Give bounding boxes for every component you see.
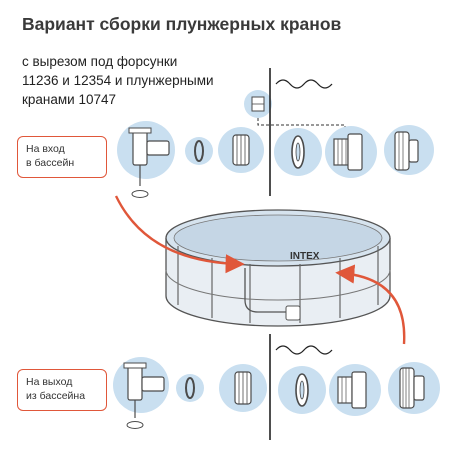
pool-illustration [165,209,391,327]
outlet-gasket [278,366,326,414]
outlet-o-ring [176,374,204,402]
pool-brand-logo: INTEX [290,251,320,262]
subtitle-line-1: с вырезом под форсунки [22,54,178,69]
outlet-threaded-connector [329,364,381,416]
inlet-label-line-2: в бассейн [26,157,75,169]
outlet-strainer-cover [388,362,440,414]
outlet-label: На выход из бассейна [17,369,107,411]
inlet-water-wave [275,79,333,89]
outlet-label-line-2: из бассейна [26,390,86,402]
inlet-arrow [114,195,245,274]
outlet-label-line-1: На выход [26,376,73,388]
inlet-o-ring [185,137,213,165]
inlet-threaded-connector [325,126,377,178]
inlet-plunger-valve [117,121,175,198]
subtitle-line-2: 11236 и 12354 и плунжерными [22,73,214,88]
diagram-title: Вариант сборки плунжерных кранов [22,14,342,34]
outlet-water-wave [275,345,333,355]
inlet-small-fitting [244,90,272,118]
outlet-plunger-valve [113,357,169,429]
subtitle-line-3: кранами 10747 [22,92,116,107]
inlet-gasket [274,128,322,176]
outlet-nut [219,364,267,412]
outlet-arrow [335,264,406,345]
inlet-nut [218,127,264,173]
inlet-jet-nozzle [384,125,434,175]
inlet-label: На вход в бассейн [17,136,107,178]
inlet-assembly [117,68,434,198]
inlet-label-line-1: На вход [26,143,65,155]
outlet-assembly [113,334,440,440]
diagram-subtitle: с вырезом под форсунки 11236 и 12354 и п… [22,52,302,109]
